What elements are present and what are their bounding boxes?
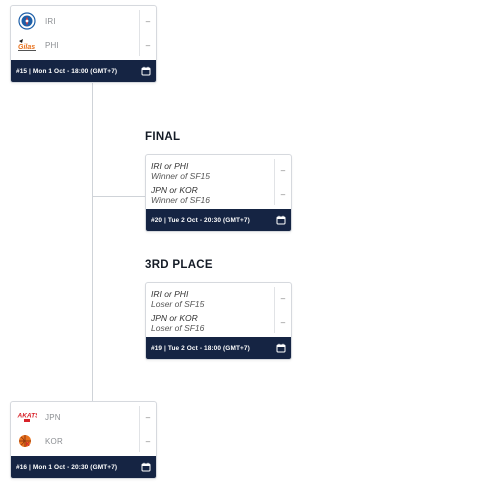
team-row[interactable]: AKATSUKI JPN – — [11, 405, 156, 429]
team-row[interactable]: Gilas PHI – — [11, 33, 156, 57]
score-divider — [139, 10, 140, 56]
score-divider — [139, 406, 140, 452]
final-heading: FINAL — [145, 131, 181, 143]
team-row[interactable]: IRI – — [11, 9, 156, 33]
phi-logo-icon: Gilas — [17, 35, 37, 55]
slot-teams: JPN or KOR — [151, 313, 198, 323]
team-abbr: JPN — [45, 412, 61, 422]
slot-teams: JPN or KOR — [151, 185, 198, 195]
svg-text:AKATSUKI: AKATSUKI — [17, 413, 37, 420]
match-info: #20 | Tue 2 Oct - 20:30 (GMT+7) — [151, 216, 250, 224]
match-footer: #16 | Mon 1 Oct - 20:30 (GMT+7) — [11, 456, 156, 478]
team-abbr: PHI — [45, 40, 59, 50]
bracket-connector-vertical — [92, 83, 93, 401]
calendar-icon[interactable] — [141, 462, 151, 472]
jpn-logo-icon: AKATSUKI — [17, 407, 37, 427]
team-score: – — [145, 436, 151, 446]
match-footer: #19 | Tue 2 Oct - 18:00 (GMT+7) — [146, 337, 291, 359]
kor-logo-icon: K — [17, 431, 37, 451]
match-footer: #20 | Tue 2 Oct - 20:30 (GMT+7) — [146, 209, 291, 231]
slot-origin: Loser of SF16 — [151, 323, 205, 333]
team-score: – — [145, 412, 151, 422]
match-info: #16 | Mon 1 Oct - 20:30 (GMT+7) — [16, 463, 118, 471]
slot-origin: Winner of SF15 — [151, 171, 210, 181]
team-row[interactable]: K KOR – — [11, 429, 156, 453]
team-score: – — [280, 190, 286, 199]
match-info: #19 | Tue 2 Oct - 18:00 (GMT+7) — [151, 344, 250, 352]
match-footer: #15 | Mon 1 Oct - 18:00 (GMT+7) — [11, 60, 156, 82]
team-score: – — [145, 16, 151, 26]
team-slot[interactable]: JPN or KOR Loser of SF16 – — [146, 310, 291, 334]
calendar-icon[interactable] — [276, 343, 286, 353]
team-slot[interactable]: IRI or PHI Loser of SF15 – — [146, 286, 291, 310]
team-slot[interactable]: IRI or PHI Winner of SF15 – — [146, 158, 291, 182]
slot-teams: IRI or PHI — [151, 289, 189, 299]
svg-text:K: K — [26, 442, 30, 448]
team-score: – — [145, 40, 151, 50]
slot-origin: Winner of SF16 — [151, 195, 210, 205]
team-abbr: IRI — [45, 16, 56, 26]
bracket-connector-horizontal — [92, 196, 145, 197]
match-card-third-place[interactable]: IRI or PHI Loser of SF15 – JPN or KOR Lo… — [145, 282, 292, 360]
slot-origin: Loser of SF15 — [151, 299, 205, 309]
iri-logo-icon — [17, 11, 37, 31]
calendar-icon[interactable] — [276, 215, 286, 225]
score-divider — [274, 159, 275, 205]
team-score: – — [280, 294, 286, 303]
score-divider — [274, 287, 275, 333]
team-score: – — [280, 318, 286, 327]
third-place-heading: 3RD PLACE — [145, 259, 213, 271]
team-slot[interactable]: JPN or KOR Winner of SF16 – — [146, 182, 291, 206]
match-card-sf16[interactable]: AKATSUKI JPN – K KOR – #16 | Mon 1 Oct -… — [10, 401, 157, 479]
match-card-sf15[interactable]: IRI – Gilas PHI – #15 | Mon 1 Oct - 18:0… — [10, 5, 157, 83]
match-card-final[interactable]: IRI or PHI Winner of SF15 – JPN or KOR W… — [145, 154, 292, 232]
slot-teams: IRI or PHI — [151, 161, 189, 171]
calendar-icon[interactable] — [141, 66, 151, 76]
team-abbr: KOR — [45, 436, 63, 446]
svg-text:Gilas: Gilas — [18, 44, 35, 51]
team-score: – — [280, 166, 286, 175]
match-info: #15 | Mon 1 Oct - 18:00 (GMT+7) — [16, 67, 118, 75]
